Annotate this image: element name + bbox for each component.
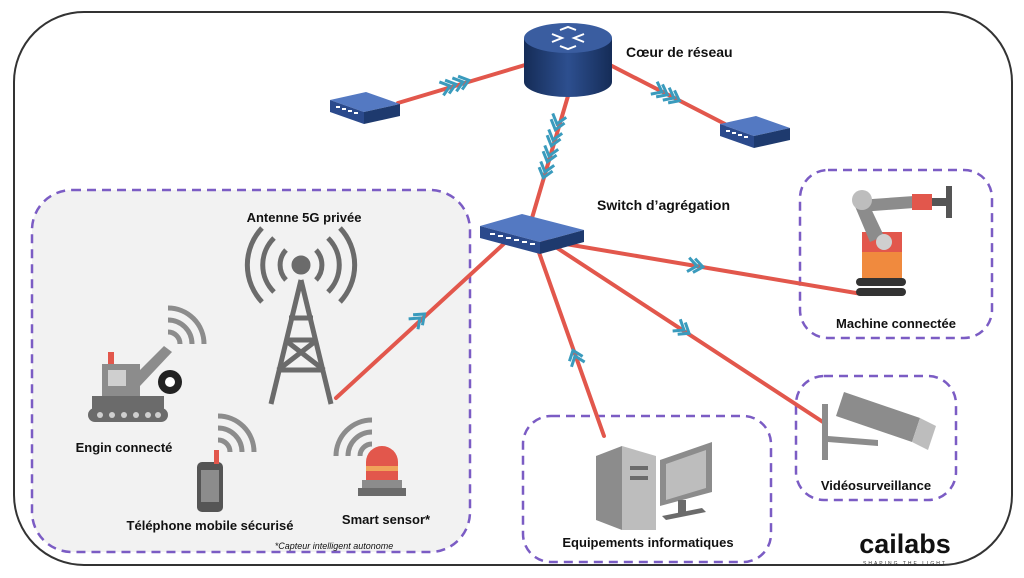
right-switch-icon [720,116,790,148]
label-machine: Engin connecté [76,440,173,455]
computer-icon [596,442,712,530]
link-aggregation-antenna [334,238,510,400]
label-it-equipment: Equipements informatiques [562,535,733,550]
link-aggregation-it [534,242,606,438]
cailabs-logo: cailabs [859,529,951,559]
footnote: *Capteur intelligent autonome [275,541,394,551]
label-core: Cœur de réseau [626,44,733,60]
label-phone: Téléphone mobile sécurisé [127,518,294,533]
robot-arm-icon [852,186,952,296]
connected-machine-zone [798,168,994,340]
aggregation-switch-icon [480,214,584,254]
core-router-icon [524,23,612,97]
antenna-5g-icon [244,226,358,405]
video-zone [794,374,958,502]
label-antenna: Antenne 5G privée [247,210,362,225]
label-video: Vidéosurveillance [821,478,931,493]
left-switch-icon [330,92,400,124]
private-5g-zone [30,188,472,554]
excavator-icon [88,305,207,422]
it-equipment-zone [521,414,773,564]
label-aggregation-switch: Switch d’agrégation [597,197,730,213]
label-connected-machine: Machine connectée [836,316,956,331]
secure-phone-icon [197,413,257,512]
label-sensor: Smart sensor* [342,512,431,527]
smart-sensor-icon [333,417,406,496]
cailabs-tagline: SHAPING THE LIGHT [863,561,947,567]
surveillance-camera-icon [822,392,936,460]
